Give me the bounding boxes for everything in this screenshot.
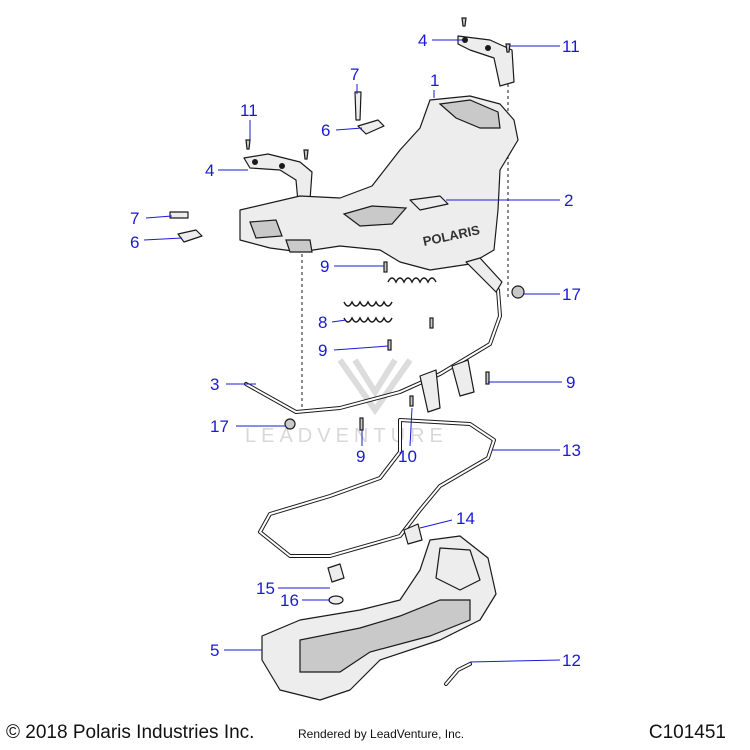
- bumper: [327, 563, 345, 583]
- callout-3: 3: [210, 375, 219, 394]
- callout-7-upper: 7: [350, 65, 359, 84]
- seat-frame-wire: [244, 257, 503, 414]
- callout-7-left: 7: [130, 209, 139, 228]
- callout-1: 1: [430, 71, 439, 90]
- callout-9-right: 9: [566, 373, 575, 392]
- seat-bracket-upper: [457, 17, 515, 87]
- leader-lines: [143, 39, 562, 663]
- springs: [343, 277, 437, 323]
- grommet-right: [511, 285, 525, 299]
- watermark-text: LEADVENTURE: [245, 425, 448, 447]
- callout-14: 14: [456, 509, 475, 528]
- rendered-by-text: Rendered by LeadVenture, Inc.: [298, 727, 465, 741]
- seat-bracket-left: [243, 139, 313, 203]
- storage-tray: [261, 535, 497, 701]
- callout-4-upper: 4: [418, 31, 427, 50]
- callout-4-left: 4: [205, 161, 214, 180]
- copyright-text: © 2018 Polaris Industries Inc.: [6, 722, 255, 743]
- callout-10: 10: [398, 447, 417, 466]
- watermark-logo-icon: [337, 358, 413, 416]
- callout-12: 12: [562, 651, 581, 670]
- watermark: LEADVENTURE: [245, 358, 448, 447]
- callout-6-upper: 6: [321, 121, 330, 140]
- callout-9-mid: 9: [318, 341, 327, 360]
- seat-assembly: POLARIS: [239, 95, 519, 271]
- callout-17-left: 17: [210, 417, 229, 436]
- callout-16: 16: [280, 591, 299, 610]
- diagram-id: C101451: [648, 722, 726, 743]
- callout-9-lower: 9: [356, 447, 365, 466]
- washer: [328, 595, 344, 605]
- grommet-left: [284, 418, 296, 430]
- latch-pin-upper: [354, 91, 362, 121]
- callout-15: 15: [256, 579, 275, 598]
- callouts: 1 2 3 4 4 5 6 6 7 7 8 9 9 9 9 10 11 11 1…: [130, 31, 581, 670]
- callout-8: 8: [318, 313, 327, 332]
- callout-6-left: 6: [130, 233, 139, 252]
- latch-clip-left: [177, 229, 203, 243]
- callout-13: 13: [562, 441, 581, 460]
- latch-pin-left: [169, 211, 189, 219]
- callout-2: 2: [564, 191, 573, 210]
- callout-9-upper: 9: [320, 257, 329, 276]
- callout-17-right: 17: [562, 285, 581, 304]
- seat-gasket: [258, 418, 496, 558]
- callout-11-left: 11: [240, 101, 258, 120]
- callout-11-right: 11: [562, 37, 580, 56]
- latch-clip-upper: [357, 119, 385, 135]
- latch-striker: [403, 523, 423, 545]
- fasteners: [359, 261, 490, 431]
- callout-5: 5: [210, 641, 219, 660]
